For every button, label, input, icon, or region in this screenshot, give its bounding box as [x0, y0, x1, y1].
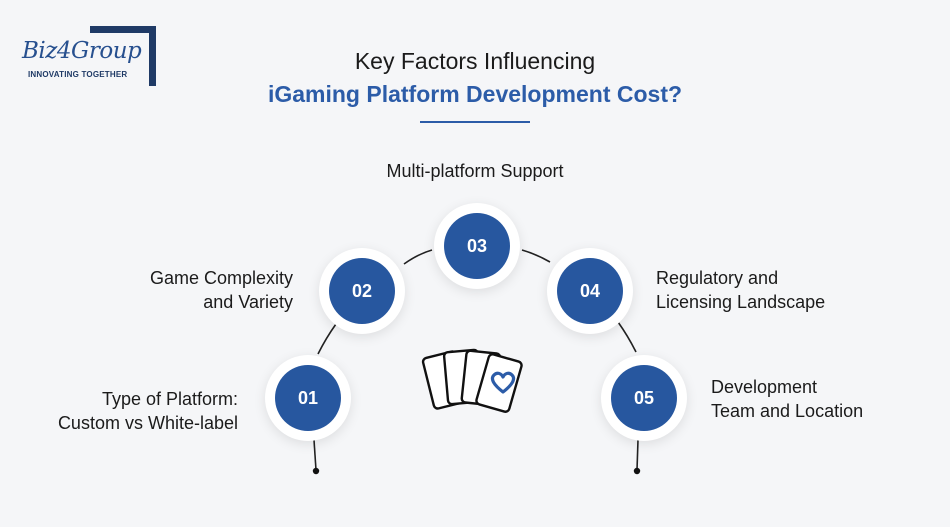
logo-tagline: INNOVATING TOGETHER: [28, 70, 131, 79]
connector-04-05: [617, 321, 637, 353]
factor-label-05-line1: Development: [711, 377, 818, 397]
connector-02-03: [403, 249, 433, 265]
factor-label-05-line2: Team and Location: [711, 401, 864, 421]
factor-label-04: Regulatory and Licensing Landscape: [656, 266, 825, 314]
factor-label-01: Type of Platform: Custom vs White-label: [58, 387, 238, 435]
logo-frame: [90, 26, 156, 86]
connector-dot-start: [312, 467, 320, 475]
factor-node-01: 01: [275, 365, 341, 431]
factor-label-04-line2: Licensing Landscape: [656, 292, 826, 312]
logo-text: Biz4Group: [22, 38, 146, 64]
factor-node-05: 05: [611, 365, 677, 431]
page-title-line1: Key Factors Influencing: [354, 48, 596, 74]
factor-label-03: Multi-platform Support: [0, 159, 950, 183]
factor-node-04: 04: [557, 258, 623, 324]
connector-03-04: [521, 249, 551, 263]
page-title-line2: iGaming Platform Development Cost?: [267, 81, 683, 107]
factor-label-05: Development Team and Location: [711, 375, 863, 423]
title-underline: [420, 121, 530, 123]
factor-label-01-line2: Custom vs White-label: [57, 413, 238, 433]
factor-label-01-line1: Type of Platform:: [101, 389, 238, 409]
connector-end: [636, 439, 639, 471]
connector-01-02: [317, 323, 337, 355]
factor-label-02-line1: Game Complexity: [149, 268, 293, 288]
factor-node-02: 02: [329, 258, 395, 324]
connector-dot-end: [633, 467, 641, 475]
factor-label-02: Game Complexity and Variety: [150, 266, 293, 314]
connector-start: [313, 439, 317, 471]
factor-label-04-line1: Regulatory and: [656, 268, 779, 288]
brand-logo: Biz4Group INNOVATING TOGETHER: [22, 26, 158, 86]
factor-label-02-line2: and Variety: [203, 292, 293, 312]
factor-node-03: 03: [444, 213, 510, 279]
playing-cards-heart-icon: [421, 348, 523, 413]
factor-label-03-line1: Multi-platform Support: [386, 161, 564, 181]
